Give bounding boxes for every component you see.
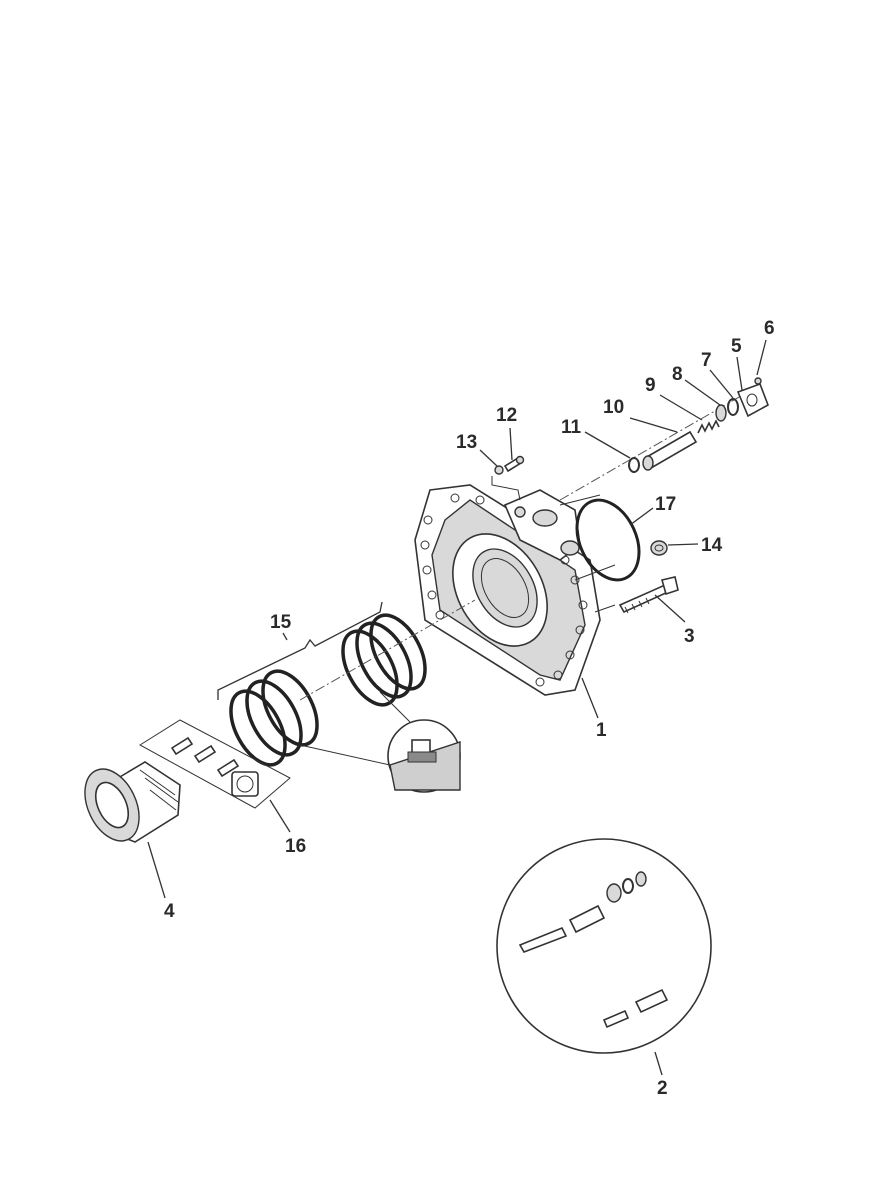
spring-part-9 <box>697 419 720 434</box>
washer-part-8 <box>715 404 727 422</box>
leader-lines <box>147 339 767 1076</box>
housing-flange-part-1 <box>414 484 601 696</box>
callout-12: 12 <box>496 405 517 426</box>
callout-11: 11 <box>561 417 582 438</box>
callout-15: 15 <box>270 612 292 633</box>
cylinder-block-part-4 <box>84 761 181 843</box>
callout-8: 8 <box>672 364 683 385</box>
seal-ring-part-11 <box>628 457 640 473</box>
cover-plate-part-5 <box>736 382 769 418</box>
callout-3: 3 <box>684 626 695 647</box>
callout-4: 4 <box>164 901 175 922</box>
callout-2: 2 <box>657 1078 668 1099</box>
o-ring-part-7 <box>727 398 739 416</box>
leader-line <box>491 476 521 501</box>
callout-14: 14 <box>701 535 723 556</box>
bolt-part-3 <box>618 576 679 614</box>
o-ring-part-17 <box>575 498 641 582</box>
screw-part-6 <box>754 377 762 385</box>
callout-17: 17 <box>655 494 676 515</box>
washer-part-13 <box>494 465 504 475</box>
screw-part-12 <box>503 455 525 473</box>
leader-line <box>559 494 601 506</box>
valve-stack <box>559 377 769 501</box>
callout-6: 6 <box>764 318 775 339</box>
callout-10: 10 <box>603 397 624 418</box>
kit-outline-part-16 <box>139 719 291 809</box>
leader-line <box>594 604 616 613</box>
callout-9: 9 <box>645 375 656 396</box>
detail-kit-part-2 <box>496 838 712 1054</box>
center-line <box>299 599 476 701</box>
pins-part-16 <box>170 736 259 797</box>
callout-13: 13 <box>456 432 477 453</box>
leader-line <box>574 564 616 581</box>
callout-1: 1 <box>596 720 607 741</box>
callout-5: 5 <box>731 336 742 357</box>
callout-7: 7 <box>701 350 712 371</box>
callout-16: 16 <box>285 836 306 857</box>
plug-part-14 <box>650 540 668 556</box>
callouts: 1 2 3 4 5 6 7 8 9 10 11 12 13 14 15 16 1… <box>164 318 775 1099</box>
piston-rings-part-15 <box>229 613 427 767</box>
bracket-part-15 <box>217 601 383 700</box>
detail-magnifier <box>299 691 461 793</box>
